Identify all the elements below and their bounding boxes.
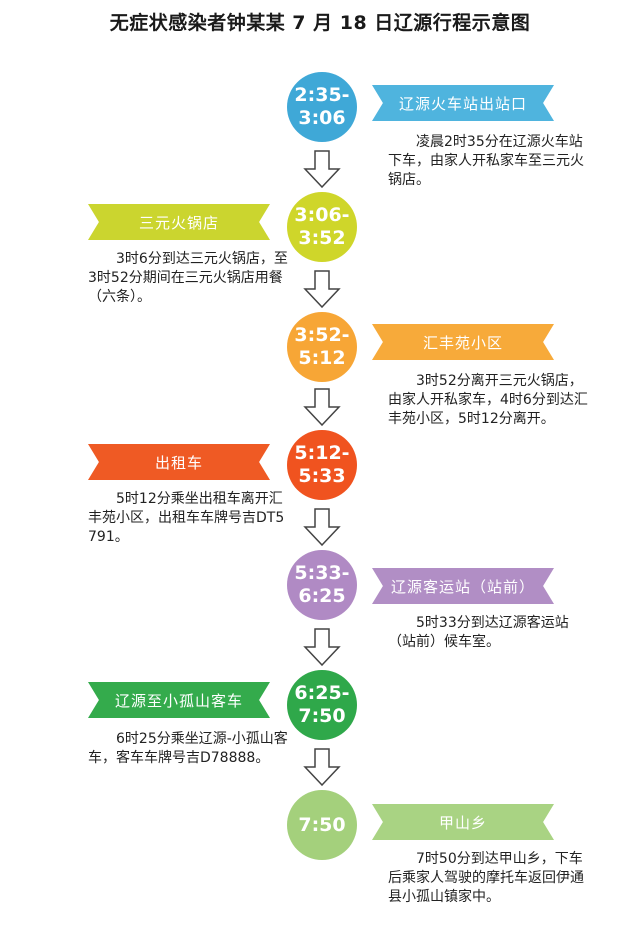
time-label-5: 5:33- 6:25 <box>294 562 350 607</box>
step-description-6: 6时25分乘坐辽源-小孤山客车，客车车牌号吉D78888。 <box>88 731 288 766</box>
time-circle-4: 5:12- 5:33 <box>287 430 357 500</box>
time-label-4: 5:12- 5:33 <box>294 442 350 487</box>
location-banner-6: 辽源至小孤山客车 <box>88 682 270 718</box>
location-label-7: 甲山乡 <box>438 813 487 832</box>
down-arrow-icon <box>303 748 341 786</box>
page-title: 无症状感染者钟某某 7 月 18 日辽源行程示意图 <box>109 12 531 34</box>
location-banner-3: 汇丰苑小区 <box>372 324 554 360</box>
location-label-1: 辽源火车站出站口 <box>398 94 527 113</box>
location-banner-4: 出租车 <box>88 444 270 480</box>
down-arrow-icon <box>303 508 341 546</box>
down-arrow-icon <box>303 388 341 426</box>
step-description-5: 5时33分到达辽源客运站（站前）候车室。 <box>388 615 569 650</box>
down-arrow-icon <box>303 270 341 308</box>
location-banner-5: 辽源客运站（站前） <box>372 568 554 604</box>
time-circle-1: 2:35- 3:06 <box>287 72 357 142</box>
time-circle-3: 3:52- 5:12 <box>287 312 357 382</box>
location-label-3: 汇丰苑小区 <box>422 333 503 352</box>
time-circle-2: 3:06- 3:52 <box>287 192 357 262</box>
location-banner-7: 甲山乡 <box>372 804 554 840</box>
time-circle-7: 7:50 <box>287 790 357 860</box>
time-circle-5: 5:33- 6:25 <box>287 550 357 620</box>
step-description-4: 5时12分乘坐出租车离开汇丰苑小区，出租车车牌号吉DT5791。 <box>88 491 285 545</box>
step-description-3: 3时52分离开三元火锅店，由家人开私家车，4时6分到达汇丰苑小区，5时12分离开… <box>388 373 588 427</box>
time-label-7: 7:50 <box>298 813 346 836</box>
time-label-1: 2:35- 3:06 <box>294 84 350 129</box>
location-banner-1: 辽源火车站出站口 <box>372 85 554 121</box>
location-label-5: 辽源客运站（站前） <box>390 577 535 596</box>
step-description-2: 3时6分到达三元火锅店，至3时52分期间在三元火锅店用餐（六条）。 <box>88 251 288 305</box>
down-arrow-icon <box>303 628 341 666</box>
location-label-4: 出租车 <box>154 453 203 472</box>
time-label-6: 6:25- 7:50 <box>294 682 350 727</box>
time-label-3: 3:52- 5:12 <box>294 324 350 369</box>
step-description-7: 7时50分到达甲山乡，下车后乘家人驾驶的摩托车返回伊通县小孤山镇家中。 <box>388 851 584 905</box>
down-arrow-icon <box>303 150 341 188</box>
step-description-1: 凌晨2时35分在辽源火车站下车，由家人开私家车至三元火锅店。 <box>388 134 584 188</box>
location-label-6: 辽源至小孤山客车 <box>114 691 243 710</box>
time-label-2: 3:06- 3:52 <box>294 204 350 249</box>
location-banner-2: 三元火锅店 <box>88 204 270 240</box>
location-label-2: 三元火锅店 <box>138 213 219 232</box>
time-circle-6: 6:25- 7:50 <box>287 670 357 740</box>
